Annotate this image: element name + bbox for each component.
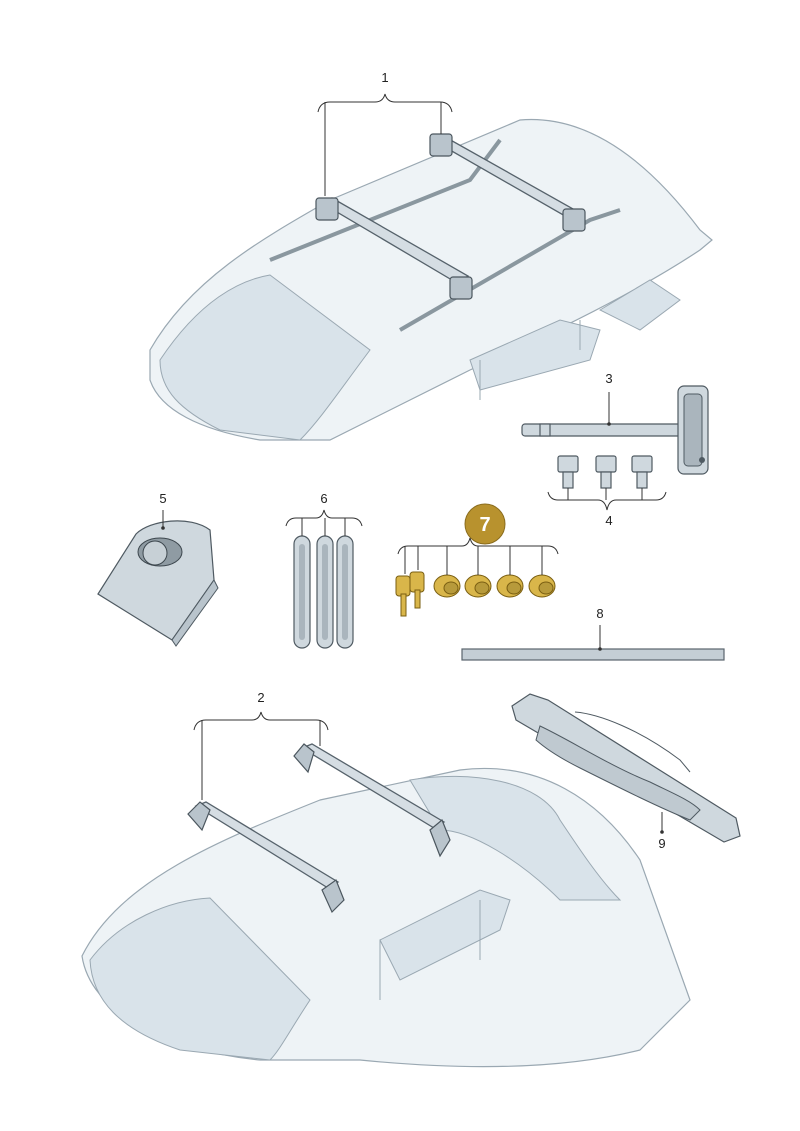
callout-8: 8 [596,606,604,651]
callout-6: 6 [285,491,363,536]
bottom-crossbars [187,743,451,914]
bar-foot [429,819,451,858]
callout-3: 3 [605,371,613,426]
bar-foot [187,801,211,832]
part-8-trim-strip [461,648,725,661]
callout-number: 6 [320,491,327,506]
part-9-storage-bag [511,693,741,843]
callout-9: 9 [658,812,666,851]
callout-2: 2 [193,690,329,800]
bar-foot [429,133,453,157]
part-3-end-cap-assembly [521,385,709,475]
callout-5: 5 [159,491,167,530]
callout-number: 8 [596,606,603,621]
part-6-rubber-strips [293,535,354,649]
bottom-car-illustration [81,767,691,1068]
callout-1: 1 [317,70,453,196]
callout-number: 1 [381,70,388,85]
callout-badge [464,503,506,545]
top-car-illustration [149,118,713,441]
callout-7: 7 [397,503,559,575]
lock-cylinder-icon [433,574,556,598]
bar-foot [293,743,315,774]
callout-4: 4 [547,488,667,528]
callout-number: 7 [479,514,490,536]
bar-foot [562,208,586,232]
callout-number: 4 [605,513,612,528]
callout-number: 3 [605,371,612,386]
callout-number: 9 [658,836,665,851]
part-5-lock-housing [97,520,219,647]
part-7-lock-cylinder-set [395,571,556,617]
part-4-bolts [557,455,653,489]
callout-number: 5 [159,491,166,506]
key-icon [395,571,425,617]
bar-foot [321,879,345,914]
bar-foot [449,276,473,300]
bar-foot [315,197,339,221]
top-crossbars [315,133,586,300]
callout-number: 2 [257,690,264,705]
